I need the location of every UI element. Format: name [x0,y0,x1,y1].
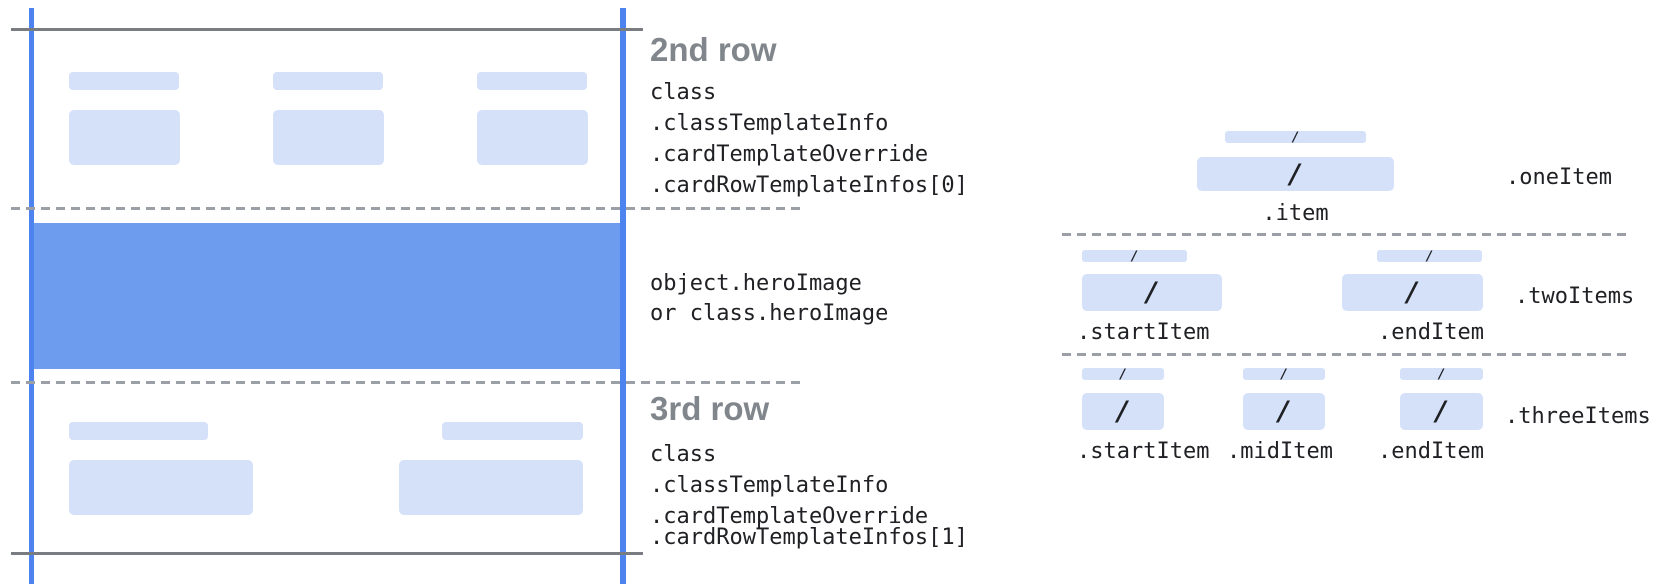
row3-field1-value-placeholder [69,460,253,515]
three-items-start-field-label: .startItem [1077,439,1210,464]
card-left-guide-line [29,8,34,584]
layout-separator-dashed-line-1 [1062,233,1628,236]
slash-glyph: / [1437,366,1446,382]
slash-glyph: / [1130,248,1139,264]
row2-field2-label-placeholder [273,72,383,90]
three-items-end-field-label: .endItem [1378,439,1484,464]
slash-glyph: / [1275,396,1293,427]
two-items-end-field-label: .endItem [1378,320,1484,345]
row3-code-line-4: .cardRowTemplateInfos[1] [650,525,968,550]
row2-annotation-title: 2nd row [650,31,777,68]
row2-code-line-2: .classTemplateInfo [650,111,889,136]
slash-glyph: / [1404,277,1421,308]
row-separator-dashed-line-top [11,207,800,210]
hero-image-block [29,223,626,369]
one-item-label-bar: / [1225,129,1366,145]
two-items-start-value-bar: / [1082,274,1222,311]
three-items-end-value-bar: / [1400,393,1483,430]
row2-field3-value-placeholder [477,110,588,165]
three-items-layout-name: .threeItems [1505,404,1651,429]
slash-glyph: / [1291,129,1300,145]
row2-field2-value-placeholder [273,110,384,165]
row3-code-line-3: .cardTemplateOverride [650,504,929,529]
one-item-layout-name: .oneItem [1506,165,1612,190]
row2-code-line-4: .cardRowTemplateInfos[0] [650,173,968,198]
two-items-end-label-bar: / [1377,248,1482,264]
slash-glyph: / [1143,277,1161,308]
row2-field1-label-placeholder [69,72,179,90]
two-items-start-field-label: .startItem [1077,320,1210,345]
row3-code-line-2: .classTemplateInfo [650,473,889,498]
three-items-end-label-bar: / [1400,366,1483,382]
one-item-field-label: .item [1262,201,1329,226]
two-items-end-value-bar: / [1342,274,1483,311]
slash-glyph: / [1425,248,1434,264]
card-right-guide-line [620,8,626,584]
row2-code-line-1: class [650,80,717,105]
hero-code-line-1: object.heroImage [650,271,862,296]
card-top-border-line [11,28,643,31]
row3-field2-label-placeholder [442,422,583,440]
row3-code-line-1: class [650,442,717,467]
layout-separator-dashed-line-2 [1062,353,1628,356]
row3-annotation-title: 3rd row [650,390,770,427]
row-separator-dashed-line-bottom [11,381,800,384]
slash-glyph: / [1287,158,1304,190]
slash-glyph: / [1433,396,1450,427]
two-items-start-label-bar: / [1082,248,1187,264]
two-items-layout-name: .twoItems [1515,284,1635,309]
three-items-mid-label-bar: / [1243,366,1325,382]
row2-field3-label-placeholder [477,72,587,90]
row2-code-line-3: .cardTemplateOverride [650,142,929,167]
hero-code-line-2: or class.heroImage [650,301,889,326]
row3-field1-label-placeholder [69,422,208,440]
slash-glyph: / [1280,366,1288,382]
three-items-mid-field-label: .midItem [1227,439,1333,464]
card-bottom-border-line [11,552,643,555]
three-items-mid-value-bar: / [1243,393,1325,430]
three-items-start-label-bar: / [1082,366,1164,382]
row3-field2-value-placeholder [399,460,583,515]
three-items-start-value-bar: / [1082,393,1164,430]
slash-glyph: / [1114,396,1132,427]
slash-glyph: / [1119,366,1127,382]
row2-field1-value-placeholder [69,110,180,165]
one-item-value-bar: / [1197,157,1394,191]
